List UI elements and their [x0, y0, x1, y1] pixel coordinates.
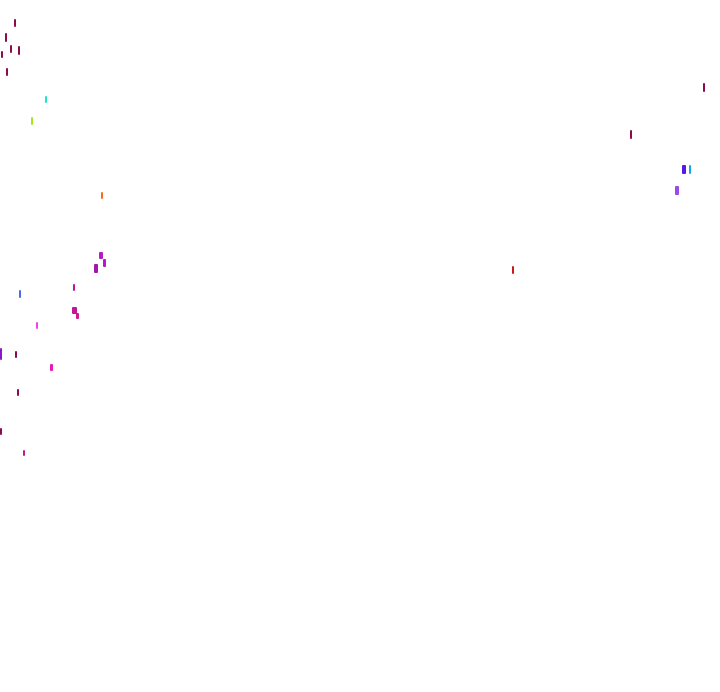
- marker-pink-1: [36, 322, 38, 329]
- marker-pink-3: [23, 450, 25, 456]
- marker-magenta-6: [76, 313, 79, 319]
- marker-cyan: [45, 96, 47, 103]
- marker-maroon-2: [5, 33, 7, 42]
- marker-magenta-5: [72, 307, 77, 314]
- marker-magenta-4: [73, 284, 75, 291]
- marker-purple-1: [0, 348, 2, 360]
- marker-maroon-6: [6, 68, 8, 76]
- marker-skyblue-1: [689, 165, 691, 174]
- marker-indigo-1: [682, 165, 686, 174]
- marker-maroon-5: [1, 51, 3, 58]
- marker-maroon-10: [630, 130, 632, 139]
- marker-maroon-7: [15, 351, 17, 358]
- marker-maroon-1: [14, 19, 16, 27]
- marker-pink-2: [50, 364, 53, 371]
- marker-blue-1: [19, 290, 21, 298]
- marker-magenta-3: [94, 264, 98, 273]
- marker-orange: [101, 192, 103, 199]
- marker-magenta-1: [99, 252, 103, 259]
- marker-maroon-8: [17, 389, 19, 396]
- marker-violet-1: [675, 186, 679, 195]
- marker-magenta-2: [103, 259, 106, 267]
- marker-maroon-3: [10, 45, 12, 53]
- marker-lime: [31, 117, 33, 125]
- marker-maroon-4: [18, 46, 20, 55]
- marker-maroon-9: [0, 428, 2, 435]
- marker-red-1: [512, 266, 514, 274]
- marker-maroon-11: [703, 83, 705, 92]
